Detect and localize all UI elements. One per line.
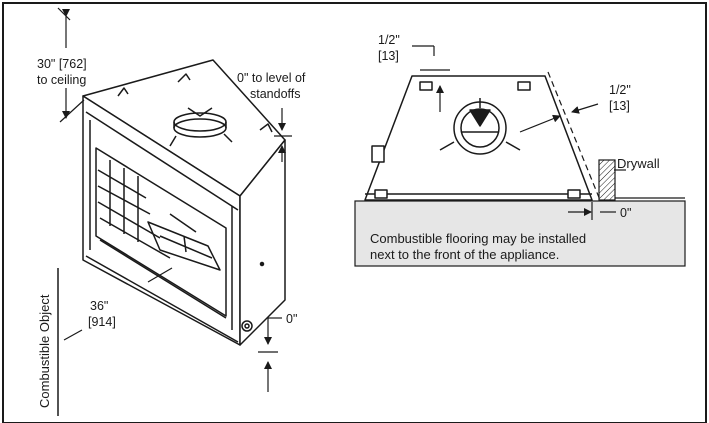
rear-clearance-in: 1/2" <box>609 83 631 97</box>
flooring-note-line2: next to the front of the appliance. <box>370 247 559 262</box>
ceiling-clearance-sublabel: to ceiling <box>37 73 86 87</box>
side-clearance-dimension <box>63 267 173 341</box>
ceiling-dimension <box>57 7 85 123</box>
floor-clearance-dimension <box>258 317 282 392</box>
combustible-object-label: Combustible Object <box>37 294 52 408</box>
drywall-gap-label: 0" <box>620 206 631 220</box>
top-clearance-in: 1/2" <box>378 33 400 47</box>
side-clearance-in: 36" <box>90 299 108 313</box>
top-clearance-dimension <box>412 45 450 112</box>
rear-clearance-mm: [13] <box>609 99 630 113</box>
standoffs-dimension <box>274 108 292 162</box>
combustible-flooring <box>354 200 686 267</box>
top-clearance-mm: [13] <box>378 49 399 63</box>
floor-clearance-label: 0" <box>286 312 297 326</box>
fireplace-isometric <box>82 59 286 346</box>
rear-clearance-dimension <box>519 71 601 201</box>
fireplace-top-view <box>364 75 593 201</box>
ceiling-clearance-label: 30" [762] <box>37 57 87 71</box>
drywall-gap-dimension <box>568 202 616 220</box>
drywall <box>598 159 616 201</box>
standoffs-clearance-label: 0" to level of <box>237 71 306 85</box>
flooring-note-line1: Combustible flooring may be installed <box>370 231 586 246</box>
side-clearance-mm: [914] <box>88 315 116 329</box>
standoffs-clearance-sublabel: standoffs <box>250 87 301 101</box>
drywall-label: Drywall <box>617 156 660 171</box>
